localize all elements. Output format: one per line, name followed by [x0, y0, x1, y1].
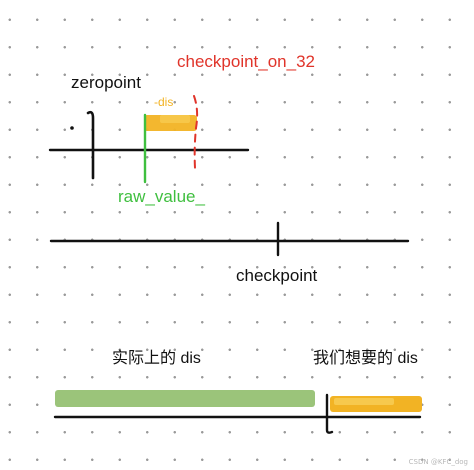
minus-dis-label: -dis	[154, 95, 174, 109]
checkpoint-label: checkpoint	[236, 266, 318, 285]
minus-dis-bar-highlight	[160, 115, 190, 123]
wanted-dis-bar-highlight	[334, 398, 394, 405]
wanted-dis-label: 我们想要的 dis	[313, 350, 418, 367]
watermark: CSDN @KFC_dog	[408, 458, 468, 466]
zeropoint-tick	[86, 110, 95, 180]
checkpoint-on-32-marker	[193, 95, 199, 169]
actual-dis-bar	[55, 390, 315, 407]
raw-value-label: raw_value_	[118, 187, 205, 206]
bottom-checkpoint-tick	[325, 393, 334, 434]
actual-dis-label: 实际上的 dis	[112, 350, 201, 367]
zeropoint-label: zeropoint	[71, 73, 141, 92]
small-dot-mark	[70, 126, 74, 130]
checkpoint-on-32-label: checkpoint_on_32	[177, 52, 316, 71]
